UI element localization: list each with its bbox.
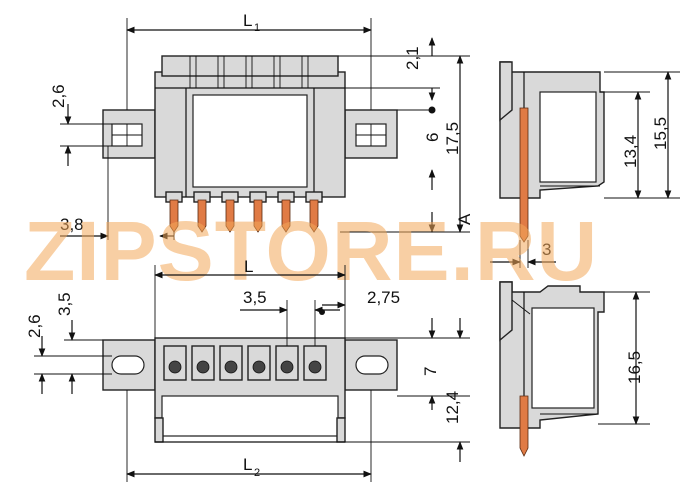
dim-top-A: A [455,213,474,225]
bottom-front-view: L 3,5 2,75 2,6 3,5 7 12,4 L [25,257,470,482]
top-front-view: L 1 2,1 6 17,5 A 2,6 3,8 [49,11,474,240]
dim-side-16-5: 16,5 [625,351,644,384]
dim-top-L1-sub: 1 [254,22,260,34]
dim-side-3: 3 [542,240,551,259]
dim-top-17-5: 17,5 [443,122,462,155]
dim-top-2-6: 2,6 [49,84,68,108]
dim-top-6: 6 [423,133,442,142]
dim-bot-3-5-top: 3,5 [243,288,267,307]
dim-side-15-5: 15,5 [651,117,670,150]
bottom-side-view: 16,5 [499,281,650,457]
dim-top-2-1: 2,1 [403,46,422,70]
dim-bot-3-5-left: 3,5 [55,292,74,316]
dim-bot-7: 7 [421,367,440,376]
top-pins [165,191,323,233]
dim-bot-L2: L [243,455,252,474]
dim-bot-12-4: 12,4 [443,391,462,424]
dim-bot-2-75: 2,75 [367,288,400,307]
top-side-view: 13,4 15,5 3 [490,61,680,268]
bottom-terminals [163,345,327,381]
dim-bot-L2-sub: 2 [254,467,260,479]
dim-top-3-8: 3,8 [60,215,84,234]
dim-top-L1: L [243,11,252,30]
dim-bot-L: L [244,257,253,276]
dim-side-13-4: 13,4 [621,135,640,168]
dim-bot-2-6: 2,6 [25,314,44,338]
